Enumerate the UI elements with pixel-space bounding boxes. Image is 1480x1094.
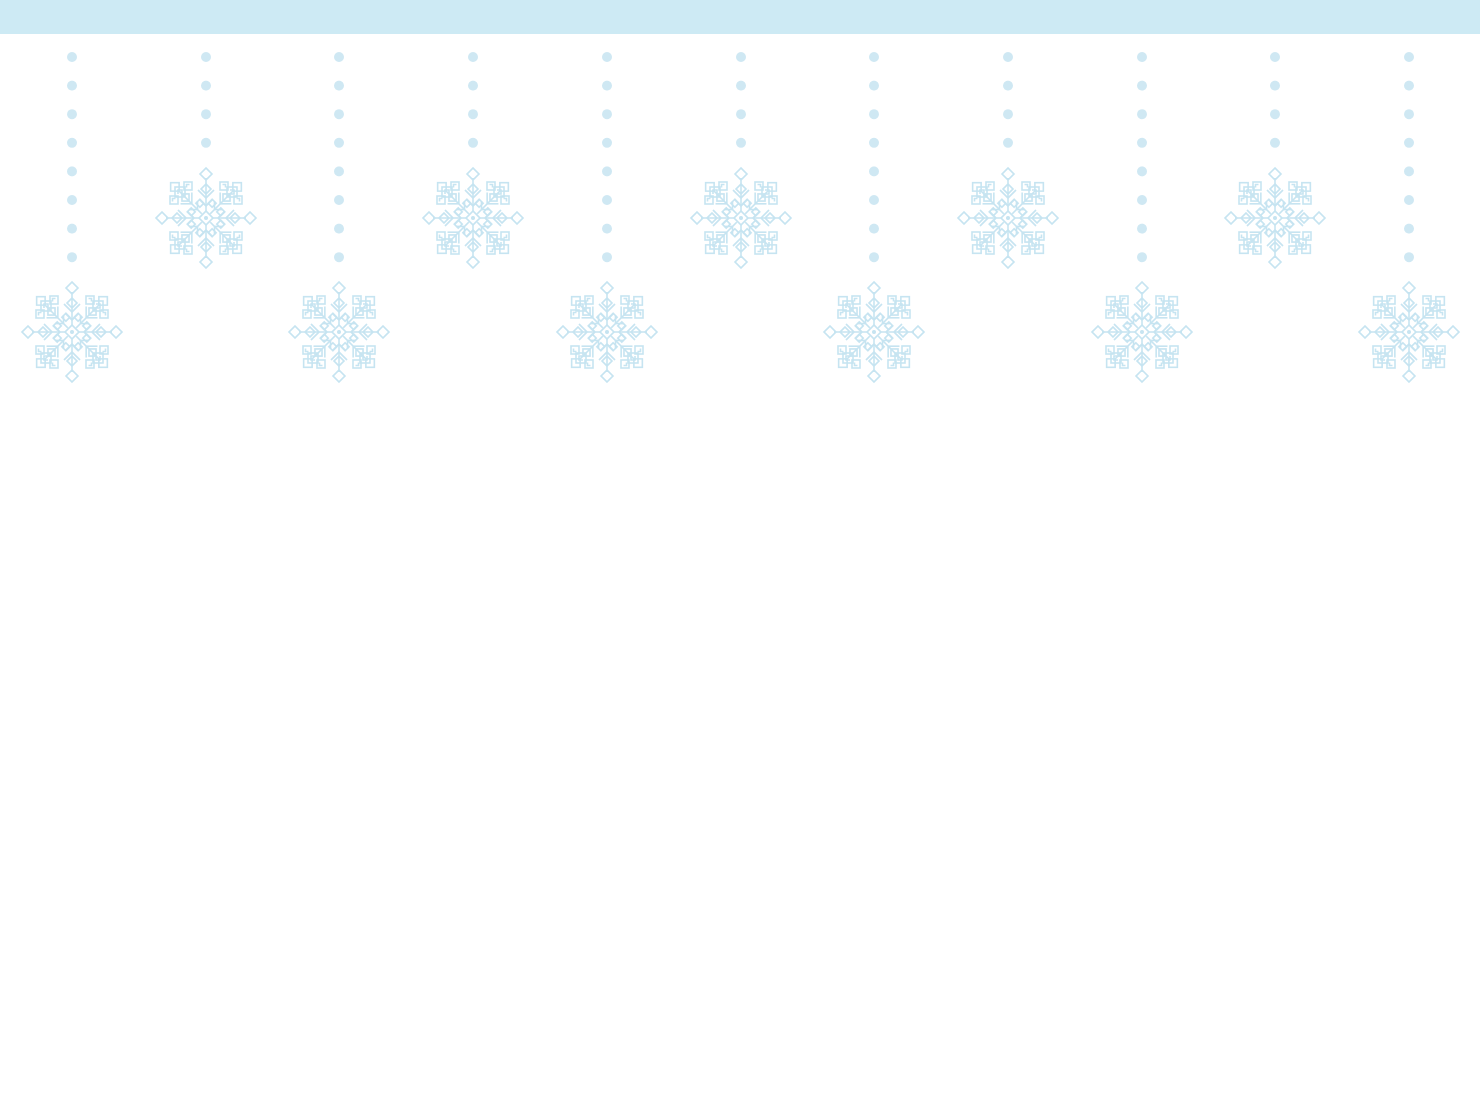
snowflake-icon xyxy=(1224,167,1326,269)
bead-dot xyxy=(1270,109,1280,120)
garland-strand xyxy=(957,52,1059,269)
bead-dot xyxy=(67,223,77,234)
snowflake-icon xyxy=(690,167,792,269)
garland-strand xyxy=(288,52,390,383)
garland-strand xyxy=(1358,52,1460,383)
bead-dot xyxy=(201,137,211,148)
bead-dot xyxy=(334,166,344,177)
bead-dot xyxy=(1404,195,1414,205)
bead-dot xyxy=(1404,223,1414,234)
garland-strand xyxy=(155,52,257,269)
garland-strand xyxy=(21,52,123,383)
garland-strand xyxy=(690,52,792,269)
bead-dot xyxy=(1137,137,1147,148)
bead-dot xyxy=(602,195,612,205)
bead-dot xyxy=(869,195,879,205)
bead-dot xyxy=(67,137,77,148)
snowflake-icon xyxy=(957,167,1059,269)
bead-dot xyxy=(1003,109,1013,120)
garland-strand xyxy=(556,52,658,383)
bead-dot xyxy=(602,52,612,62)
bead-dot xyxy=(67,252,77,263)
bead-dot xyxy=(334,195,344,205)
bead-dot xyxy=(602,252,612,263)
bead-dot xyxy=(1404,52,1414,62)
bead-dot xyxy=(869,166,879,177)
snowflake-icon xyxy=(1358,281,1460,383)
bead-dot xyxy=(67,195,77,205)
bead-dot xyxy=(334,252,344,263)
snowflake-icon xyxy=(21,281,123,383)
bead-dot xyxy=(602,109,612,120)
snowflake-icon xyxy=(823,281,925,383)
bead-dot xyxy=(1404,109,1414,120)
bead-dot xyxy=(1404,166,1414,177)
bead-dot xyxy=(334,52,344,62)
bead-dot xyxy=(736,109,746,120)
bead-dot xyxy=(334,223,344,234)
bead-dot xyxy=(201,80,211,91)
bead-dot xyxy=(468,80,478,91)
bead-dot xyxy=(67,52,77,62)
bead-dot xyxy=(736,80,746,91)
snowflake-garland xyxy=(21,52,1460,383)
bead-dot xyxy=(201,109,211,120)
snowflake-icon xyxy=(155,167,257,269)
bead-dot xyxy=(334,109,344,120)
bead-dot xyxy=(869,109,879,120)
bead-dot xyxy=(67,80,77,91)
garland-strand xyxy=(1224,52,1326,269)
bead-dot xyxy=(1404,137,1414,148)
bead-dot xyxy=(1137,252,1147,263)
top-band xyxy=(0,0,1480,34)
bead-dot xyxy=(736,52,746,62)
bead-dot xyxy=(334,137,344,148)
bead-dot xyxy=(1137,223,1147,234)
bead-dot xyxy=(869,52,879,62)
bead-dot xyxy=(869,252,879,263)
garland-strand xyxy=(1091,52,1193,383)
bead-dot xyxy=(602,223,612,234)
bead-dot xyxy=(1003,137,1013,148)
garland-strand xyxy=(422,52,524,269)
bead-dot xyxy=(1003,80,1013,91)
bead-dot xyxy=(1003,52,1013,62)
snowflake-icon xyxy=(1091,281,1193,383)
bead-dot xyxy=(468,109,478,120)
bead-dot xyxy=(869,137,879,148)
bead-dot xyxy=(602,166,612,177)
bead-dot xyxy=(1137,195,1147,205)
bead-dot xyxy=(67,166,77,177)
bead-dot xyxy=(1137,80,1147,91)
bead-dot xyxy=(869,223,879,234)
bead-dot xyxy=(334,80,344,91)
bead-dot xyxy=(736,137,746,148)
bead-dot xyxy=(67,109,77,120)
bead-dot xyxy=(1404,252,1414,263)
bead-dot xyxy=(1137,52,1147,62)
bead-dot xyxy=(602,137,612,148)
bead-dot xyxy=(602,80,612,91)
snowflake-icon xyxy=(288,281,390,383)
bead-dot xyxy=(869,80,879,91)
bead-dot xyxy=(1137,109,1147,120)
bead-dot xyxy=(201,52,211,62)
snowflake-icon xyxy=(422,167,524,269)
snowflake-icon xyxy=(556,281,658,383)
bead-dot xyxy=(1270,80,1280,91)
bead-dot xyxy=(1270,52,1280,62)
bead-dot xyxy=(1270,137,1280,148)
bead-dot xyxy=(468,52,478,62)
bead-dot xyxy=(468,137,478,148)
garland-strand xyxy=(823,52,925,383)
bead-dot xyxy=(1137,166,1147,177)
bead-dot xyxy=(1404,80,1414,91)
